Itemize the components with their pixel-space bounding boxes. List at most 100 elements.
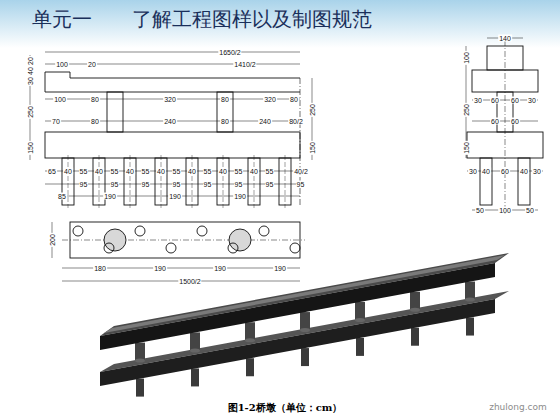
pile-circle bbox=[290, 243, 300, 253]
dimension-label: 60 bbox=[510, 97, 520, 104]
column bbox=[355, 302, 365, 320]
dimension-label: 30 bbox=[473, 97, 483, 104]
pile-axis bbox=[130, 155, 131, 208]
dimension-label: 40 bbox=[519, 168, 529, 175]
column-base bbox=[410, 308, 420, 312]
dimension-label: 80 bbox=[289, 96, 299, 103]
pile-circle bbox=[166, 243, 176, 253]
dimension-label: 100 bbox=[53, 96, 67, 103]
dimension-label: 55 bbox=[234, 168, 244, 175]
column bbox=[190, 332, 200, 350]
column bbox=[465, 282, 475, 300]
dimension-label: 80 bbox=[90, 118, 100, 125]
dimension-label: 200 bbox=[49, 233, 56, 247]
dimension-label: 150 bbox=[309, 141, 316, 155]
dimension-label: 100 bbox=[463, 51, 470, 65]
cap-strip bbox=[104, 255, 505, 333]
cap-top bbox=[100, 253, 509, 336]
dimension-label: 80 bbox=[220, 96, 230, 103]
dimension-label: 250 bbox=[463, 103, 470, 117]
dimension-label: 50 bbox=[475, 207, 485, 214]
pile-circle bbox=[259, 226, 269, 236]
pile-circle bbox=[228, 243, 238, 253]
dimension-label: 40 bbox=[63, 168, 73, 175]
dimension-label: 30 bbox=[532, 168, 542, 175]
dimension-label: 190 bbox=[103, 193, 117, 200]
dimension-label: 95 bbox=[296, 181, 306, 188]
dimension-label: 40 bbox=[94, 168, 104, 175]
dimension-label: 150 bbox=[27, 141, 34, 155]
dimension-label: 190 bbox=[168, 193, 182, 200]
pile bbox=[480, 158, 492, 205]
dimension-label: 95 bbox=[110, 181, 120, 188]
dimension-label: 320 bbox=[163, 96, 177, 103]
pile bbox=[518, 158, 530, 205]
column-base bbox=[355, 318, 365, 322]
dimension-label: 1650/2 bbox=[218, 49, 241, 56]
dimension-label: 55 bbox=[172, 168, 182, 175]
dimension-label: 55 bbox=[203, 168, 213, 175]
elevation-view bbox=[30, 52, 312, 205]
pile bbox=[356, 338, 364, 356]
pile bbox=[411, 328, 419, 346]
dimension-label: 80 bbox=[220, 118, 230, 125]
dimension-label: 60 bbox=[500, 168, 510, 175]
dimension-label: 85 bbox=[57, 193, 67, 200]
watermark: zhulong.com bbox=[489, 402, 547, 412]
dimension-label: 190 bbox=[213, 265, 227, 272]
side-view bbox=[466, 38, 543, 215]
header-band bbox=[0, 0, 560, 48]
dimension-label: 30 bbox=[468, 168, 478, 175]
pile-circle bbox=[104, 243, 114, 253]
dimension-label: 30 bbox=[527, 97, 537, 104]
dimension-label: 240 bbox=[163, 118, 177, 125]
dimension-label: 190 bbox=[153, 265, 167, 272]
dimension-label: 40 bbox=[218, 168, 228, 175]
pile bbox=[466, 318, 474, 336]
dimension-label: 40 bbox=[156, 168, 166, 175]
dimension-label: 60 bbox=[490, 97, 500, 104]
pile-axis bbox=[223, 155, 224, 208]
dimension-label: 95 bbox=[172, 181, 182, 188]
dimension-label: 55 bbox=[110, 168, 120, 175]
dimension-label: 40 bbox=[125, 168, 135, 175]
column-base bbox=[135, 359, 145, 363]
pile bbox=[301, 348, 309, 366]
dimension-label: 40 bbox=[481, 168, 491, 175]
dimension-label: 95 bbox=[141, 181, 151, 188]
pier-3d-render bbox=[100, 253, 509, 397]
dimension-label: 50 bbox=[525, 207, 535, 214]
pile-axis bbox=[192, 155, 193, 208]
dimension-label: 250 bbox=[309, 103, 316, 117]
column bbox=[410, 292, 420, 310]
pile bbox=[191, 368, 199, 386]
dimension-label: 190 bbox=[233, 193, 247, 200]
column bbox=[245, 322, 255, 340]
dimension-label: 100 bbox=[55, 61, 69, 68]
column-base bbox=[190, 348, 200, 352]
pile-circle bbox=[73, 226, 83, 236]
pile-circle bbox=[135, 226, 145, 236]
dimension-label: 190 bbox=[273, 265, 287, 272]
dimension-label: 95 bbox=[203, 181, 213, 188]
pile-axis bbox=[161, 155, 162, 208]
cap-side bbox=[100, 263, 495, 350]
dimension-label: 40 bbox=[249, 168, 259, 175]
pile bbox=[246, 358, 254, 376]
pile bbox=[136, 379, 144, 397]
slide-title: 单元一 了解工程图样以及制图规范 bbox=[32, 8, 372, 30]
dimension-label: 100 bbox=[498, 207, 512, 214]
column bbox=[135, 343, 145, 361]
dimension-label: 80/2 bbox=[288, 118, 304, 125]
dimension-label: 240 bbox=[258, 118, 272, 125]
dimension-label: 30 bbox=[27, 76, 34, 86]
column bbox=[300, 312, 310, 330]
dimension-label: 1410/2 bbox=[233, 61, 256, 68]
pile-axis bbox=[99, 155, 100, 208]
dimension-label: 40 bbox=[27, 66, 34, 76]
dimension-label: 320 bbox=[263, 96, 277, 103]
dimension-label: 150 bbox=[463, 141, 470, 155]
figure-caption: 图1-2桥墩（单位：cm） bbox=[228, 402, 343, 413]
dimension-label: 180 bbox=[93, 265, 107, 272]
dimension-label: 60 bbox=[490, 118, 500, 125]
